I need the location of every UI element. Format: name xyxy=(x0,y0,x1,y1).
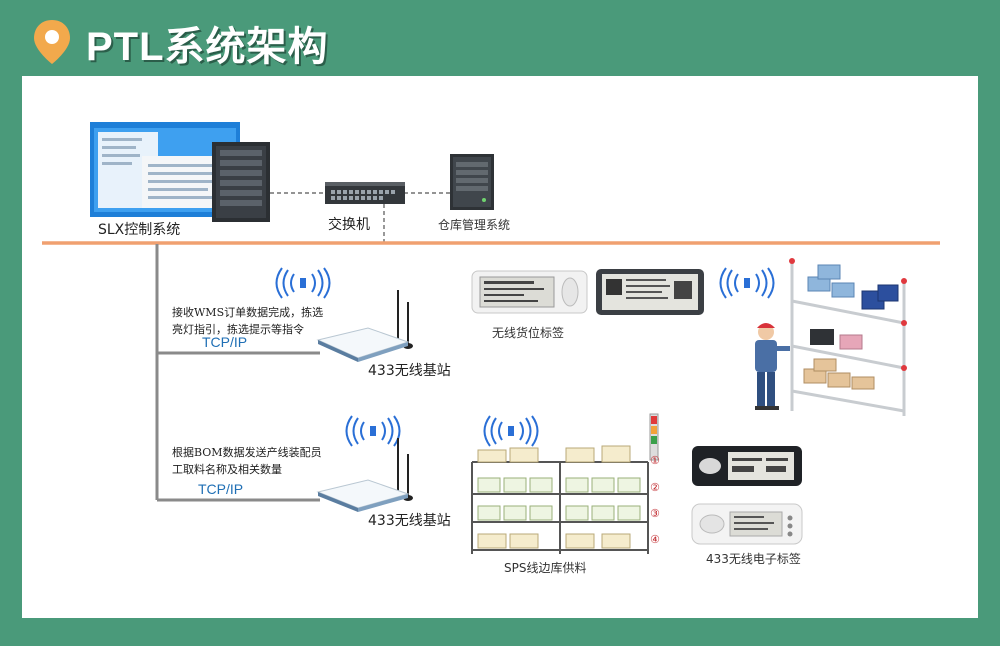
branch2-note-line1: 根据BOM数据发送产线装配员 xyxy=(172,446,322,459)
branch2-protocol: TCP/IP xyxy=(198,481,244,497)
slx-label: SLX控制系统 xyxy=(98,222,181,238)
branch2-note: 根据BOM数据发送产线装配员 工取料名称及相关数量 xyxy=(172,444,322,478)
rack-marker-3: ③ xyxy=(650,508,660,520)
page-title: PTL系统架构 xyxy=(86,25,329,69)
network-tree xyxy=(42,241,940,502)
server-icon xyxy=(450,154,494,210)
worker-figure xyxy=(746,320,792,412)
antenna-icon xyxy=(316,290,413,362)
sps-label: SPS线边库供料 xyxy=(504,561,587,575)
e-tag-white xyxy=(691,503,803,545)
architecture-panel: SLX控制系统 交换机 xyxy=(22,76,978,618)
picking-shelf-scene xyxy=(744,251,924,416)
antenna-icon xyxy=(316,438,413,512)
base-station-1-label: 433无线基站 xyxy=(368,363,451,379)
switch-label: 交换机 xyxy=(328,217,370,233)
branch1-note-line2: 亮灯指引，拣选提示等指令 xyxy=(172,323,304,336)
rack-marker-4: ④ xyxy=(650,534,660,546)
e-tag-label: 433无线电子标签 xyxy=(706,552,801,566)
wireless-tag-label: 无线货位标签 xyxy=(492,326,565,340)
wms-server xyxy=(450,154,494,210)
wireless-signal-icon xyxy=(719,267,775,299)
base-station-2 xyxy=(316,436,418,512)
wireless-tag-white xyxy=(471,270,588,314)
base-station-1 xyxy=(316,288,418,362)
map-pin-icon xyxy=(34,20,70,64)
dashed-links xyxy=(270,192,452,242)
network-switch xyxy=(325,180,405,208)
switch-icon xyxy=(325,182,405,204)
e-tag-dark xyxy=(692,446,802,486)
branch1-note-line1: 接收WMS订单数据完成，拣选 xyxy=(172,306,324,319)
branch1-note: 接收WMS订单数据完成，拣选 亮灯指引，拣选提示等指令 xyxy=(172,304,323,338)
branch1-protocol: TCP/IP xyxy=(202,334,248,350)
branch2-note-line2: 工取料名称及相关数量 xyxy=(172,463,282,476)
slx-server xyxy=(212,142,270,222)
base-station-2-label: 433无线基站 xyxy=(368,513,451,529)
sps-rack xyxy=(468,406,668,556)
shelf-icon xyxy=(471,413,659,554)
wireless-signal-icon xyxy=(483,415,539,447)
rack-marker-1: ① xyxy=(650,455,660,467)
wireless-tag-dark xyxy=(596,269,704,315)
worker-icon xyxy=(755,323,790,410)
shelf-icon xyxy=(789,258,907,416)
wms-label: 仓库管理系统 xyxy=(438,218,511,232)
page-header: PTL系统架构 xyxy=(0,0,1000,76)
wireless-signal-icon xyxy=(275,267,331,299)
rack-marker-2: ② xyxy=(650,482,660,494)
wireless-signal-icon xyxy=(345,415,401,447)
server-icon xyxy=(212,142,270,222)
traffic-light-icon xyxy=(649,413,659,461)
